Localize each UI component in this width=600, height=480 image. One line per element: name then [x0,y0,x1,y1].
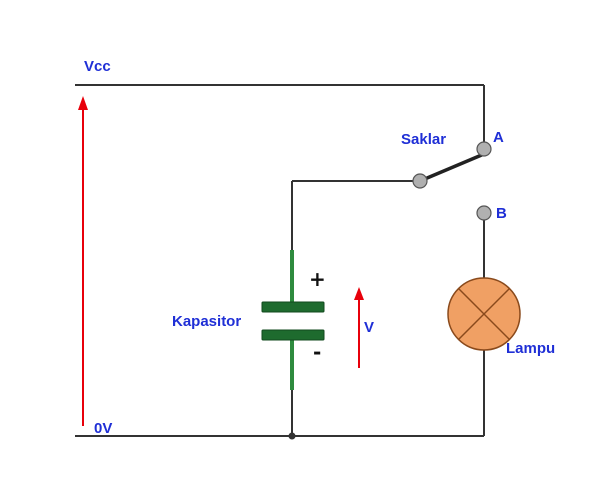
junction-dot [288,432,296,440]
zero-volt-label: 0V [94,420,113,437]
lamp-cross-line-2 [457,287,511,341]
voltage-label: V [364,319,375,336]
supply-voltage-arrowhead [78,96,88,110]
contact-b-label: B [496,205,507,222]
contact-b[interactable] [476,205,492,221]
capacitor-plate-bottom [261,329,325,341]
contact-a-label: A [493,129,504,146]
vcc-label: Vcc [84,58,111,75]
capacitor-plus-sign: + [309,267,326,291]
switch-pivot-contact[interactable] [412,173,428,189]
capacitor-minus-sign: - [313,340,322,364]
capacitor-plate-top [261,301,325,313]
contact-a[interactable] [476,141,492,157]
lamp-label: Lampu [506,340,556,357]
capacitor-label: Kapasitor [172,313,242,330]
switch-lever[interactable] [419,152,485,183]
switch-label: Saklar [401,131,447,148]
capacitor-voltage-arrowhead [354,287,364,300]
